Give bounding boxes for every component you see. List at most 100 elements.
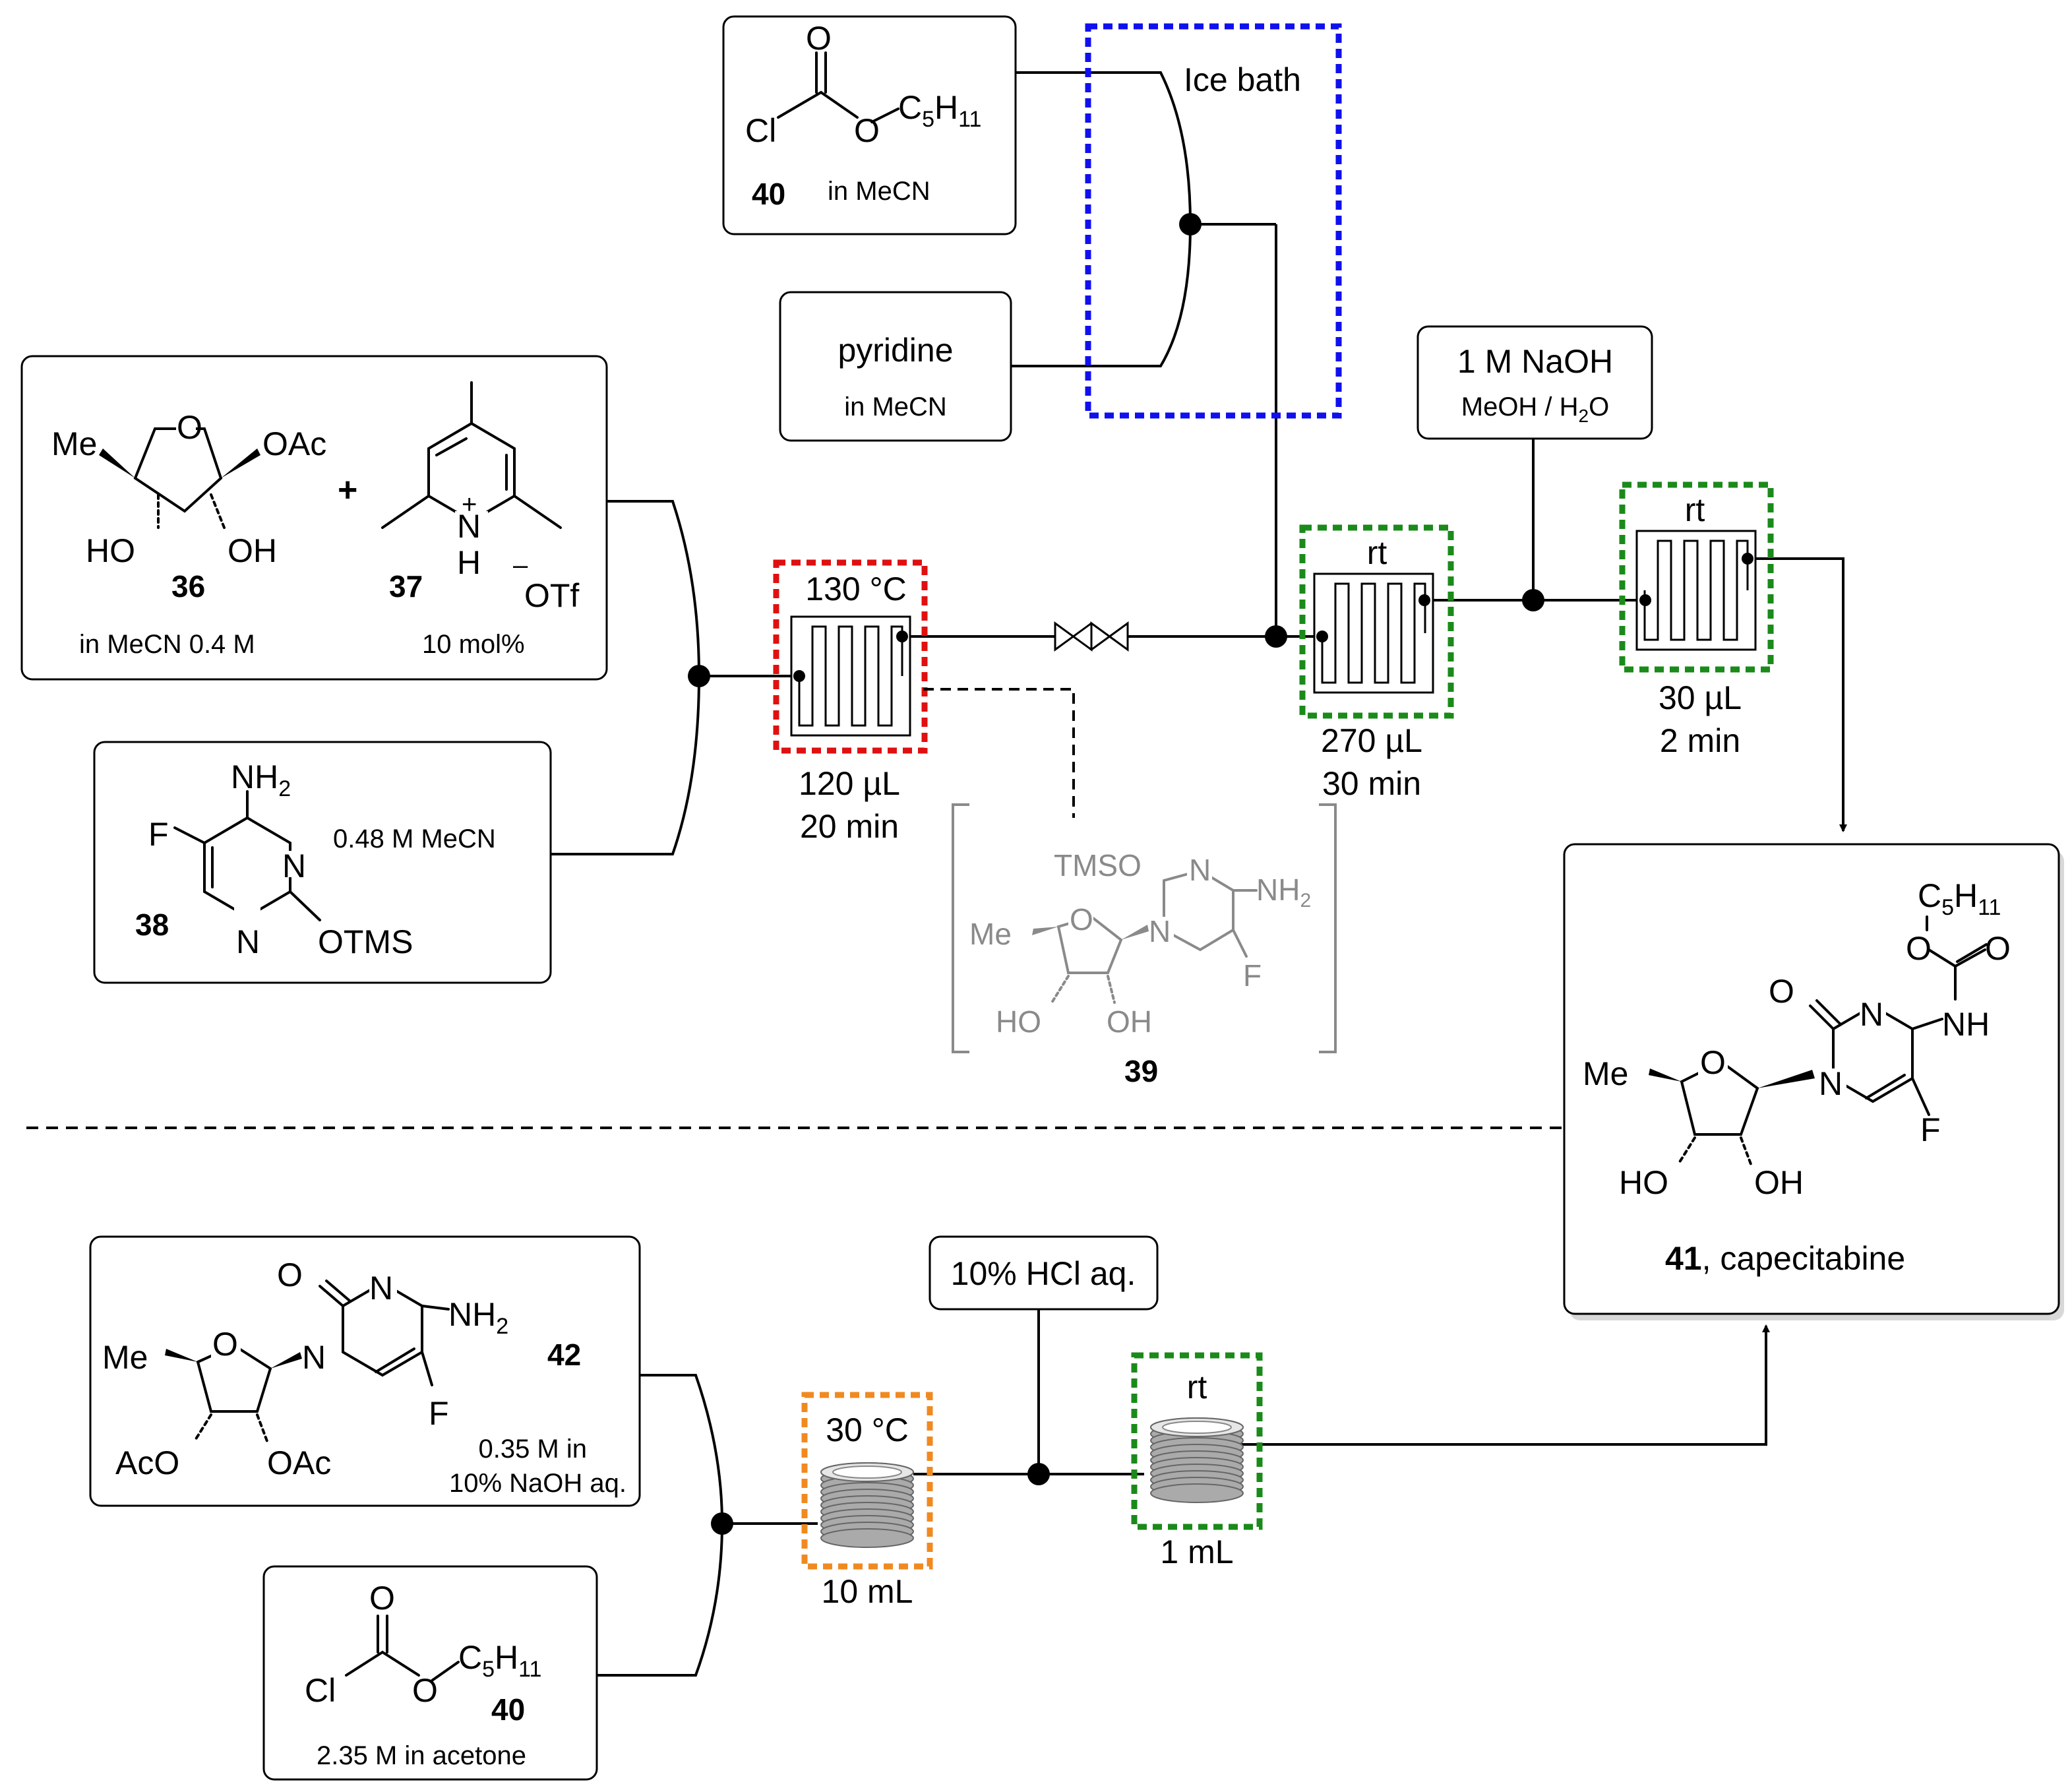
volume-label: 270 µL <box>1321 722 1422 759</box>
time-label: 2 min <box>1660 722 1740 759</box>
temperature-label: rt <box>1187 1369 1207 1406</box>
loading-label: 10 mol% <box>422 630 525 659</box>
counterion-label: OTf <box>524 577 579 614</box>
pyridine-box: pyridine in MeCN <box>779 291 1012 442</box>
atom-label: N <box>236 923 260 960</box>
atom-label: AcO <box>115 1444 179 1481</box>
atom-label: OAc <box>267 1444 331 1481</box>
compound-number: 37 <box>389 569 423 603</box>
atom-label: OTMS <box>318 923 413 960</box>
reagent-name: pyridine <box>838 332 953 369</box>
hcl-box: 10% HCl aq. <box>929 1235 1159 1311</box>
temperature-label: 130 °C <box>805 571 906 607</box>
atom-label: TMSO <box>1054 848 1142 882</box>
mixer-dot <box>1027 1463 1050 1485</box>
atom-label: O <box>369 1580 395 1617</box>
product-41-box: C5H11 O O NH N N O F O Me HO OH 41, cape… <box>1563 843 2064 1320</box>
atom-label: Me <box>1583 1055 1628 1092</box>
atom-label: Me <box>51 425 97 462</box>
intermediate-39: TMSO N N NH2 F O Me HO OH 39 <box>952 803 1337 1088</box>
atom-label: O <box>1985 930 2011 967</box>
atom-label: N <box>1149 914 1171 948</box>
atom-label: OH <box>1107 1004 1152 1039</box>
reagent-40-bottom-box: O Cl O C5H11 40 2.35 M in acetone <box>262 1565 598 1781</box>
atom-label: O <box>1769 973 1794 1010</box>
ice-bath-zone <box>1085 23 1342 419</box>
atom-label: O <box>1906 930 1932 967</box>
atom-label: HO <box>86 532 135 569</box>
plus-sign: + <box>338 471 357 509</box>
ice-bath-label: Ice bath <box>1184 61 1301 98</box>
time-label: 30 min <box>1322 765 1421 802</box>
nh2-label: NH2 <box>1256 873 1311 911</box>
atom-label: OAc <box>262 425 326 462</box>
atom-label: OH <box>228 532 277 569</box>
reagent-42-box: N N O NH2 F 42 O Me AcO OAc 0.35 M in 10… <box>89 1235 641 1507</box>
atom-label: O <box>212 1326 238 1363</box>
compound-number: 41 <box>1665 1240 1702 1277</box>
atom-label: OH <box>1754 1164 1804 1201</box>
compound-number: 40 <box>491 1692 525 1727</box>
compound-number: 39 <box>1124 1054 1158 1088</box>
atom-label: O <box>854 112 880 149</box>
compound-number: 38 <box>135 908 169 942</box>
reagent-name: 10% HCl aq. <box>951 1255 1136 1292</box>
temperature-label: 30 °C <box>826 1411 909 1448</box>
solvent-label: in MeCN <box>844 392 947 421</box>
atom-label: N <box>282 848 306 884</box>
product-label: 41, capecitabine <box>1665 1240 1905 1277</box>
mixer-dot <box>688 665 710 687</box>
product-name: , capecitabine <box>1702 1240 1906 1277</box>
reagent-36-37-box: O Me OAc HO OH 36 in MeCN 0.4 M + N + H … <box>20 355 608 681</box>
charge-label: + <box>462 490 477 519</box>
charge-label: – <box>513 551 528 580</box>
atom-label: F <box>1243 958 1262 993</box>
reactor-2: rt 270 µL 30 min <box>1299 524 1454 802</box>
concentration-label: 10% NaOH aq. <box>449 1469 626 1498</box>
atom-label: Cl <box>305 1672 336 1709</box>
volume-label: 1 mL <box>1160 1533 1233 1570</box>
atom-label: N <box>1860 996 1883 1033</box>
atom-label: Me <box>102 1339 148 1376</box>
mixer-dot <box>1522 589 1544 611</box>
atom-label: N <box>457 508 481 545</box>
atom-label: F <box>148 816 169 853</box>
concentration-label: in MeCN 0.4 M <box>79 630 255 659</box>
atom-label: O <box>806 20 832 57</box>
c5h11-label: C5H11 <box>1918 877 2001 920</box>
atom-label: O <box>412 1672 438 1709</box>
back-pressure-valve <box>1054 621 1129 652</box>
volume-label: 10 mL <box>822 1573 913 1610</box>
atom-label: O <box>1070 902 1093 937</box>
atom-label: N <box>302 1339 326 1376</box>
reactor-1: 130 °C 120 µL 20 min <box>773 559 928 845</box>
naoh-box: 1 M NaOH MeOH / H2O <box>1417 325 1653 440</box>
atom-label: F <box>1920 1111 1941 1148</box>
c5h11-label: C5H11 <box>898 89 981 132</box>
temperature-label: rt <box>1367 534 1387 571</box>
atom-label: F <box>429 1395 449 1432</box>
reactor-4: 30 °C 10 mL <box>801 1392 933 1610</box>
atom-label: O <box>1700 1044 1726 1081</box>
atom-label: HO <box>1619 1164 1668 1201</box>
reagent-38-box: N N NH2 F OTMS 38 0.48 M MeCN <box>93 741 552 984</box>
mixer-dot <box>1265 625 1287 648</box>
concentration-label: 0.35 M in <box>478 1435 587 1464</box>
atom-label: O <box>177 409 202 446</box>
atom-label: N <box>1189 853 1211 887</box>
atom-label: N <box>369 1270 393 1307</box>
compound-number: 42 <box>547 1338 581 1372</box>
volume-label: 120 µL <box>799 765 900 802</box>
mixer-dot <box>1179 213 1202 235</box>
solvent-label: in MeCN <box>828 177 930 206</box>
compound-number: 36 <box>171 569 205 603</box>
concentration-label: 0.48 M MeCN <box>333 824 496 853</box>
concentration-label: 2.35 M in acetone <box>317 1741 526 1770</box>
reactor-3: rt 30 µL 2 min <box>1619 481 1774 759</box>
reactor-5: rt 1 mL <box>1131 1352 1263 1570</box>
volume-label: 30 µL <box>1659 679 1742 716</box>
temperature-label: rt <box>1685 491 1705 528</box>
atom-label: N <box>1819 1065 1843 1102</box>
atom-label: NH <box>1942 1006 1990 1043</box>
